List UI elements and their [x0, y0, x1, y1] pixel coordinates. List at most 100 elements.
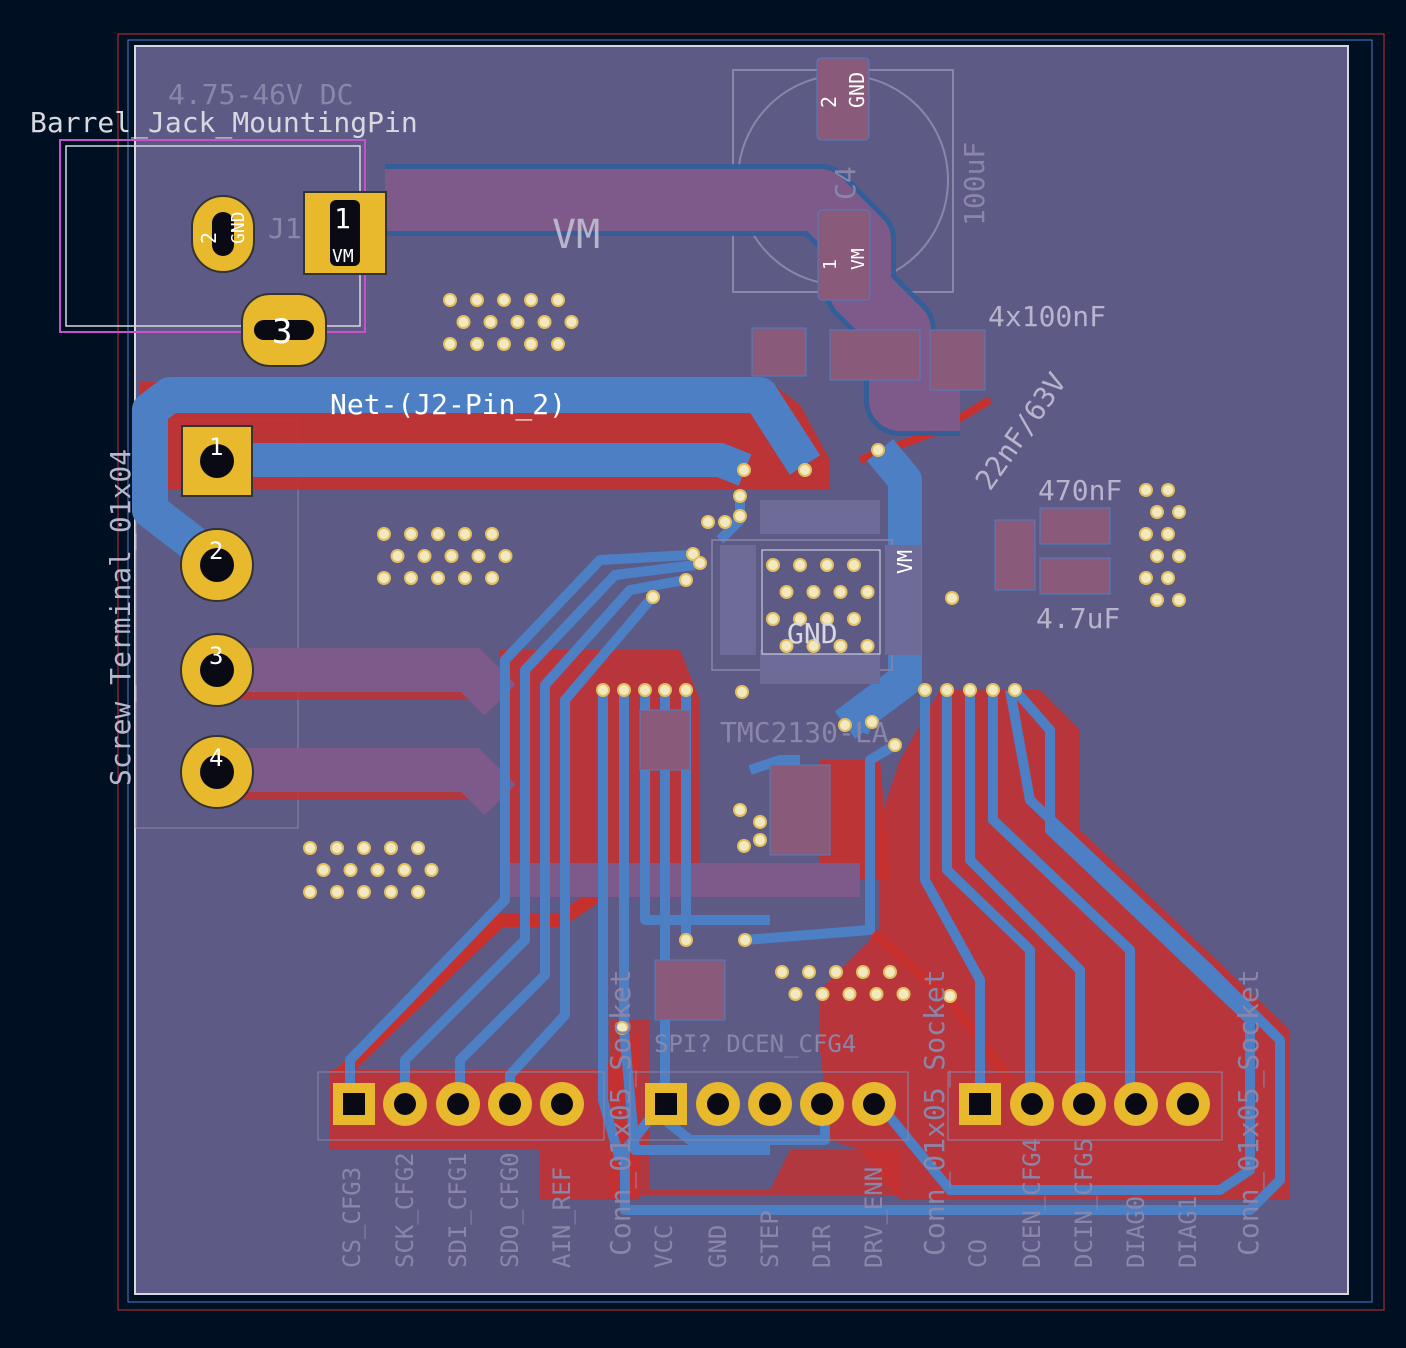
via[interactable] — [733, 803, 747, 817]
via[interactable] — [330, 841, 344, 855]
via[interactable] — [963, 683, 977, 697]
via[interactable] — [733, 509, 747, 523]
via[interactable] — [485, 571, 499, 585]
via[interactable] — [918, 683, 932, 697]
via[interactable] — [737, 463, 751, 477]
via[interactable] — [470, 337, 484, 351]
via[interactable] — [1172, 549, 1186, 563]
via[interactable] — [497, 337, 511, 351]
via[interactable] — [869, 987, 884, 1001]
via[interactable] — [404, 527, 418, 541]
via[interactable] — [856, 965, 870, 979]
via[interactable] — [860, 585, 875, 599]
via[interactable] — [443, 337, 457, 351]
via[interactable] — [945, 591, 959, 605]
via[interactable] — [596, 683, 610, 697]
via[interactable] — [303, 885, 317, 899]
via[interactable] — [679, 573, 693, 587]
via[interactable] — [766, 612, 780, 626]
via[interactable] — [1150, 593, 1164, 607]
via[interactable] — [524, 337, 538, 351]
via[interactable] — [424, 863, 439, 877]
via[interactable] — [766, 558, 780, 572]
via[interactable] — [798, 463, 812, 477]
via[interactable] — [701, 515, 715, 529]
via[interactable] — [693, 556, 707, 570]
via[interactable] — [833, 585, 848, 599]
via[interactable] — [377, 571, 391, 585]
via[interactable] — [1161, 571, 1175, 585]
via[interactable] — [377, 527, 391, 541]
via[interactable] — [679, 683, 693, 697]
via[interactable] — [1161, 527, 1175, 541]
j1-pin2-pad[interactable] — [191, 195, 255, 273]
via[interactable] — [940, 683, 954, 697]
via[interactable] — [871, 443, 885, 457]
via-group[interactable] — [303, 293, 1186, 1035]
via[interactable] — [384, 841, 398, 855]
header-mid-pads[interactable] — [645, 1082, 896, 1126]
j1-pin3-pad[interactable] — [241, 293, 327, 367]
via[interactable] — [753, 815, 767, 829]
via[interactable] — [537, 315, 552, 329]
via[interactable] — [779, 639, 794, 653]
via[interactable] — [1172, 593, 1186, 607]
via[interactable] — [1161, 483, 1175, 497]
via[interactable] — [470, 293, 484, 307]
via[interactable] — [458, 527, 472, 541]
via[interactable] — [483, 315, 498, 329]
via[interactable] — [1172, 505, 1186, 519]
via[interactable] — [986, 683, 1000, 697]
via[interactable] — [735, 685, 749, 699]
via[interactable] — [303, 841, 317, 855]
j2-pin3-pad[interactable] — [180, 633, 254, 707]
via[interactable] — [646, 590, 660, 604]
via[interactable] — [444, 549, 459, 563]
via[interactable] — [718, 515, 732, 529]
via[interactable] — [485, 527, 499, 541]
via[interactable] — [820, 558, 834, 572]
via[interactable] — [417, 549, 432, 563]
via[interactable] — [458, 571, 472, 585]
j2-pin4-pad[interactable] — [180, 735, 254, 809]
via[interactable] — [829, 965, 843, 979]
via[interactable] — [753, 833, 767, 847]
via[interactable] — [883, 965, 897, 979]
via[interactable] — [738, 933, 752, 947]
via[interactable] — [615, 1021, 629, 1035]
via[interactable] — [1139, 483, 1153, 497]
via[interactable] — [737, 839, 751, 853]
via[interactable] — [397, 863, 412, 877]
via[interactable] — [658, 683, 672, 697]
via[interactable] — [443, 293, 457, 307]
via[interactable] — [431, 571, 445, 585]
via[interactable] — [896, 987, 911, 1001]
j1-pin1-pad[interactable] — [303, 191, 387, 275]
via[interactable] — [411, 885, 425, 899]
via[interactable] — [788, 987, 803, 1001]
via[interactable] — [404, 571, 418, 585]
via[interactable] — [733, 489, 747, 503]
via[interactable] — [564, 315, 579, 329]
via[interactable] — [842, 987, 857, 1001]
j2-pin2-pad[interactable] — [180, 528, 254, 602]
via[interactable] — [686, 547, 700, 561]
via[interactable] — [638, 683, 652, 697]
via[interactable] — [384, 885, 398, 899]
via[interactable] — [343, 863, 358, 877]
via[interactable] — [357, 885, 371, 899]
via[interactable] — [793, 558, 807, 572]
via[interactable] — [793, 612, 807, 626]
via[interactable] — [1150, 505, 1164, 519]
via[interactable] — [860, 639, 875, 653]
via[interactable] — [679, 933, 693, 947]
via[interactable] — [1008, 683, 1022, 697]
via[interactable] — [847, 612, 861, 626]
via[interactable] — [943, 989, 957, 1003]
via[interactable] — [847, 558, 861, 572]
via[interactable] — [390, 549, 405, 563]
via[interactable] — [497, 293, 511, 307]
via[interactable] — [330, 885, 344, 899]
via[interactable] — [806, 585, 821, 599]
via[interactable] — [779, 585, 794, 599]
